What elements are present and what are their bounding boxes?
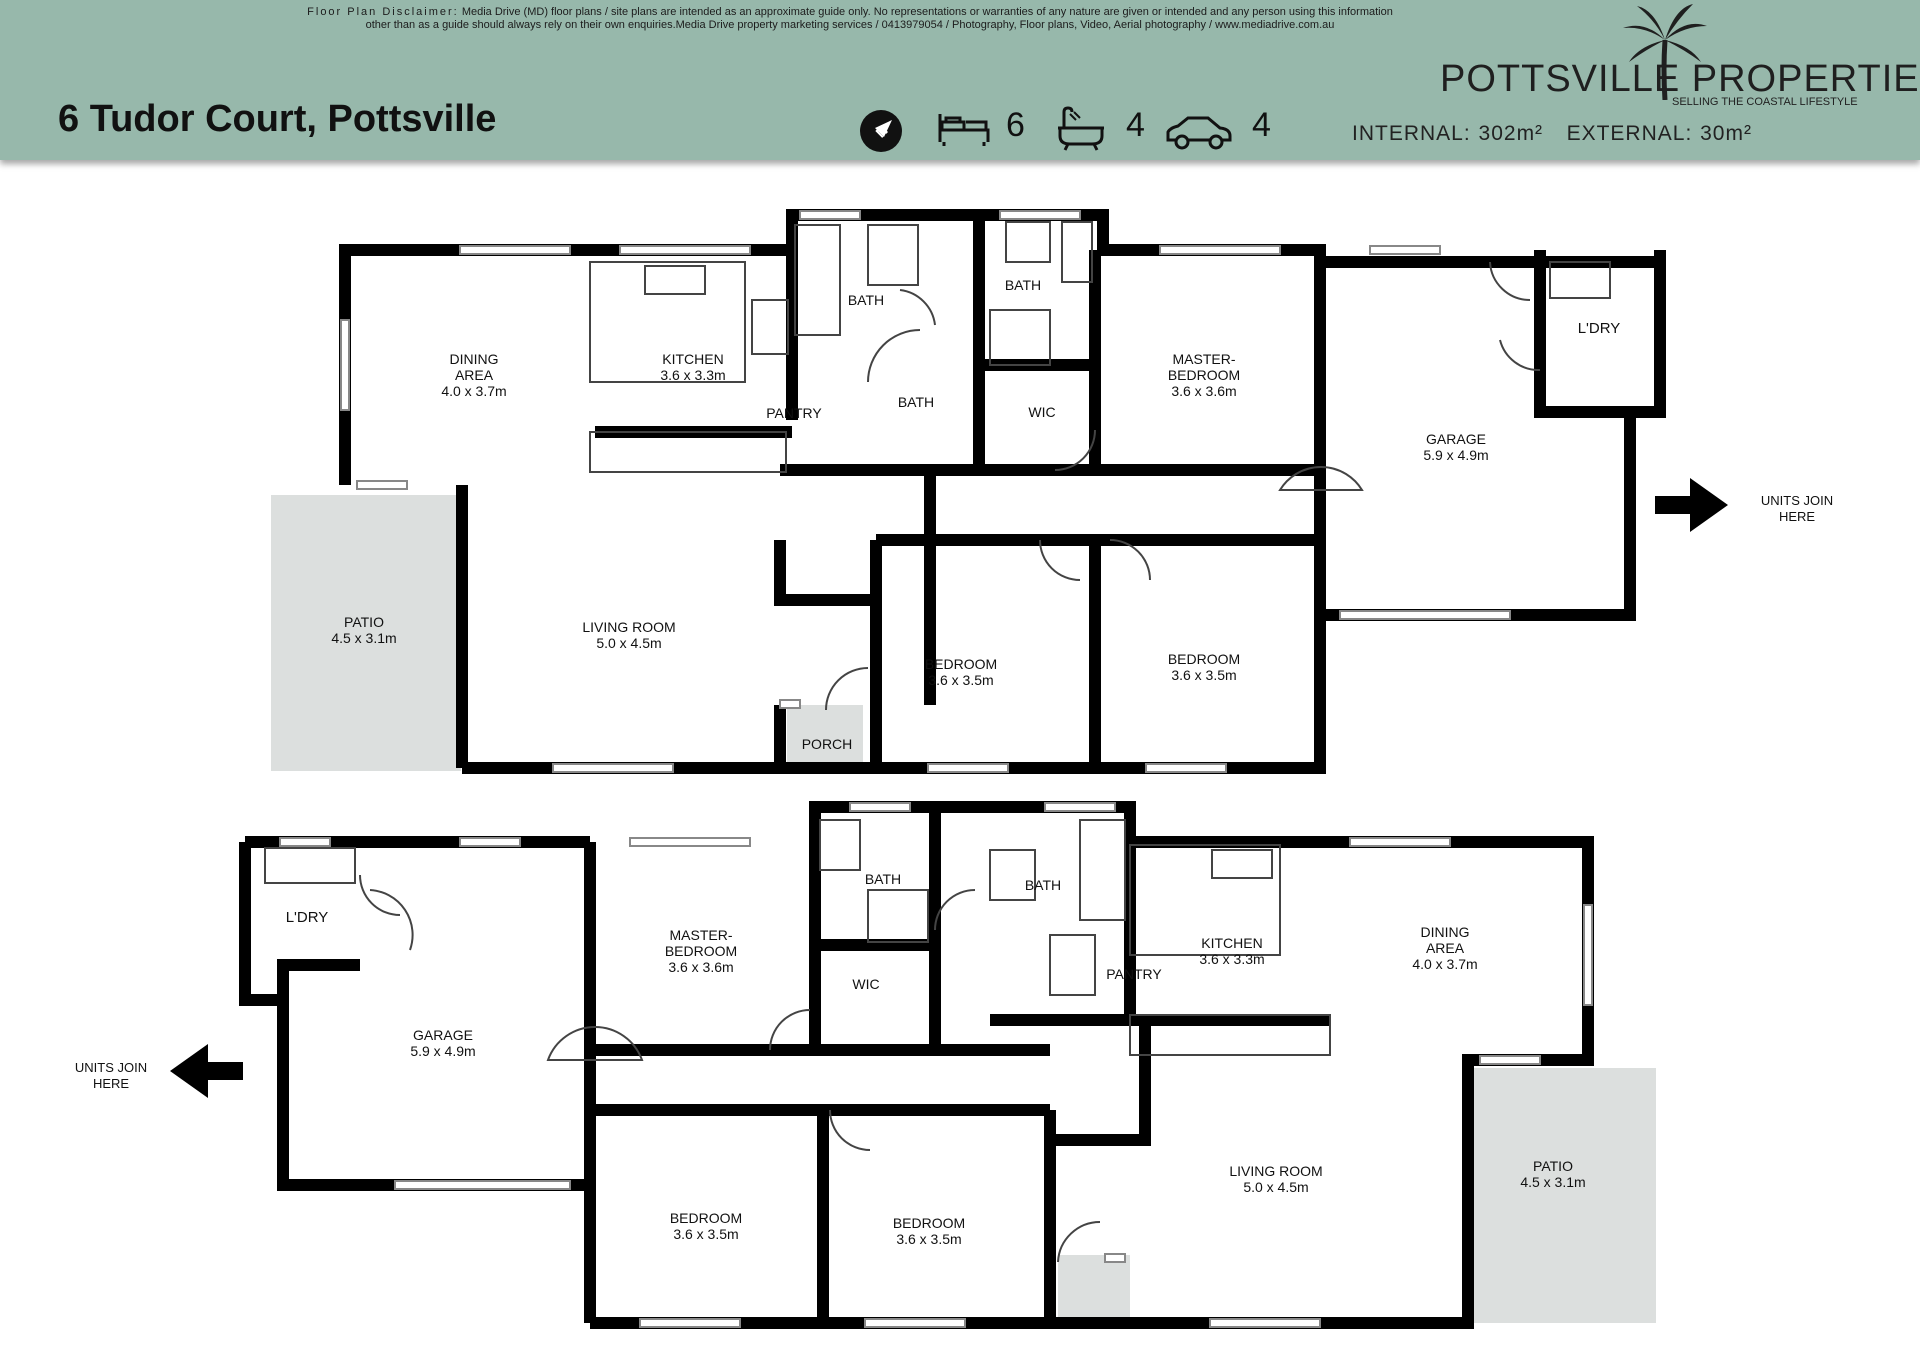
lower-garage-dim: 5.9 x 4.9m xyxy=(410,1043,475,1059)
bath-icon xyxy=(1058,106,1104,151)
lower-patio xyxy=(1468,1068,1656,1323)
upper-join-line1: UNITS JOIN xyxy=(1761,493,1833,508)
lower-unit xyxy=(170,801,1656,1329)
upper-master-name2: BEDROOM xyxy=(1168,367,1240,383)
lower-bath2: BATH xyxy=(1025,877,1061,893)
disclaimer-heading: Floor Plan Disclaimer: xyxy=(307,6,459,18)
bedroom-count: 6 xyxy=(1006,106,1025,144)
upper-patio xyxy=(271,495,461,771)
upper-living-name: LIVING ROOM xyxy=(582,619,675,635)
upper-bedroom-a-dim: 3.6 x 3.5m xyxy=(928,672,993,688)
upper-bedroom-b-name: BEDROOM xyxy=(1168,651,1240,667)
lower-dining-name2: AREA xyxy=(1426,940,1465,956)
upper-dining-name: DINING xyxy=(450,351,499,367)
bed-icon xyxy=(938,114,990,146)
upper-unit xyxy=(271,209,1728,774)
upper-fixtures xyxy=(589,221,1611,711)
upper-patio-name: PATIO xyxy=(344,614,384,630)
brand-tagline: SELLING THE COASTAL LIFESTYLE xyxy=(1672,96,1858,108)
external-value: 30m² xyxy=(1700,122,1752,145)
bathroom-count: 4 xyxy=(1126,106,1145,144)
upper-bedroom-a-name: BEDROOM xyxy=(925,656,997,672)
lower-pantry: PANTRY xyxy=(1106,966,1162,982)
upper-living-dim: 5.0 x 4.5m xyxy=(596,635,661,651)
lower-patio-dim: 4.5 x 3.1m xyxy=(1520,1174,1585,1190)
upper-porch-floor xyxy=(787,705,863,771)
lower-fixtures xyxy=(264,819,1331,1263)
internal-label: INTERNAL: xyxy=(1352,122,1471,145)
upper-join-arrow xyxy=(1655,478,1728,532)
upper-kitchen-dim: 3.6 x 3.3m xyxy=(660,367,725,383)
lower-master-name2: BEDROOM xyxy=(665,943,737,959)
lower-master-dim: 3.6 x 3.6m xyxy=(668,959,733,975)
lower-kitchen-name: KITCHEN xyxy=(1201,935,1262,951)
property-address: 6 Tudor Court, Pottsville xyxy=(58,98,497,140)
upper-garage-name: GARAGE xyxy=(1426,431,1486,447)
lower-wic: WIC xyxy=(852,976,879,992)
upper-bath2: BATH xyxy=(1005,277,1041,293)
upper-wic: WIC xyxy=(1028,404,1055,420)
lower-join-arrow xyxy=(170,1044,243,1098)
brand-name: POTTSVILLE PROPERTIES xyxy=(1440,58,1920,100)
upper-garage-dim: 5.9 x 4.9m xyxy=(1423,447,1488,463)
disclaimer-line-2: other than as a guide should always rely… xyxy=(365,19,1335,31)
lower-kitchen-dim: 3.6 x 3.3m xyxy=(1199,951,1264,967)
upper-dining-name2: AREA xyxy=(455,367,494,383)
lower-laundry: L'DRY xyxy=(286,909,329,926)
lower-windows xyxy=(279,802,1593,1328)
external-label: EXTERNAL: xyxy=(1566,122,1693,145)
lower-dining-dim: 4.0 x 3.7m xyxy=(1412,956,1477,972)
upper-windows xyxy=(340,210,1511,773)
lower-bath1: BATH xyxy=(865,871,901,887)
lower-bedroom-a-name: BEDROOM xyxy=(670,1210,742,1226)
car-count: 4 xyxy=(1252,106,1271,144)
compass-icon: N xyxy=(860,110,902,152)
upper-master-name: MASTER- xyxy=(1173,351,1236,367)
upper-pantry: PANTRY xyxy=(766,405,822,421)
lower-bedroom-b-name: BEDROOM xyxy=(893,1215,965,1231)
upper-master-dim: 3.6 x 3.6m xyxy=(1171,383,1236,399)
floor-area: INTERNAL: 302m² EXTERNAL: 30m² xyxy=(1352,122,1752,146)
lower-garage-name: GARAGE xyxy=(413,1027,473,1043)
lower-bedroom-b-dim: 3.6 x 3.5m xyxy=(896,1231,961,1247)
upper-join-line2: HERE xyxy=(1779,509,1815,524)
upper-bath1: BATH xyxy=(848,292,884,308)
upper-porch: PORCH xyxy=(802,736,853,752)
internal-value: 302m² xyxy=(1478,122,1544,145)
upper-walls xyxy=(339,209,1666,774)
lower-bedroom-a-dim: 3.6 x 3.5m xyxy=(673,1226,738,1242)
floor-plan: DINING AREA 4.0 x 3.7m KITCHEN 3.6 x 3.3… xyxy=(75,209,1833,1329)
lower-dining-name: DINING xyxy=(1421,924,1470,940)
lower-living-dim: 5.0 x 4.5m xyxy=(1243,1179,1308,1195)
upper-patio-dim: 4.5 x 3.1m xyxy=(331,630,396,646)
upper-kitchen-name: KITCHEN xyxy=(662,351,723,367)
upper-dining-dim: 4.0 x 3.7m xyxy=(441,383,506,399)
upper-labels: DINING AREA 4.0 x 3.7m KITCHEN 3.6 x 3.3… xyxy=(331,277,1833,752)
disclaimer-line-1: Floor Plan Disclaimer: Media Drive (MD) … xyxy=(200,6,1500,18)
lower-labels: L'DRY GARAGE 5.9 x 4.9m MASTER- BEDROOM … xyxy=(75,871,1586,1247)
header-bar: Floor Plan Disclaimer: Media Drive (MD) … xyxy=(0,0,1920,160)
upper-laundry: L'DRY xyxy=(1578,320,1621,337)
disclaimer-text-1: Media Drive (MD) floor plans / site plan… xyxy=(461,6,1393,18)
lower-join-line1: UNITS JOIN xyxy=(75,1060,147,1075)
car-icon xyxy=(1166,116,1232,150)
lower-patio-name: PATIO xyxy=(1533,1158,1573,1174)
upper-bath3: BATH xyxy=(898,394,934,410)
lower-join-line2: HERE xyxy=(93,1076,129,1091)
upper-bedroom-b-dim: 3.6 x 3.5m xyxy=(1171,667,1236,683)
lower-porch-floor xyxy=(1058,1255,1130,1323)
lower-master-name: MASTER- xyxy=(670,927,733,943)
lower-living-name: LIVING ROOM xyxy=(1229,1163,1322,1179)
palm-tree-logo xyxy=(1623,4,1707,100)
